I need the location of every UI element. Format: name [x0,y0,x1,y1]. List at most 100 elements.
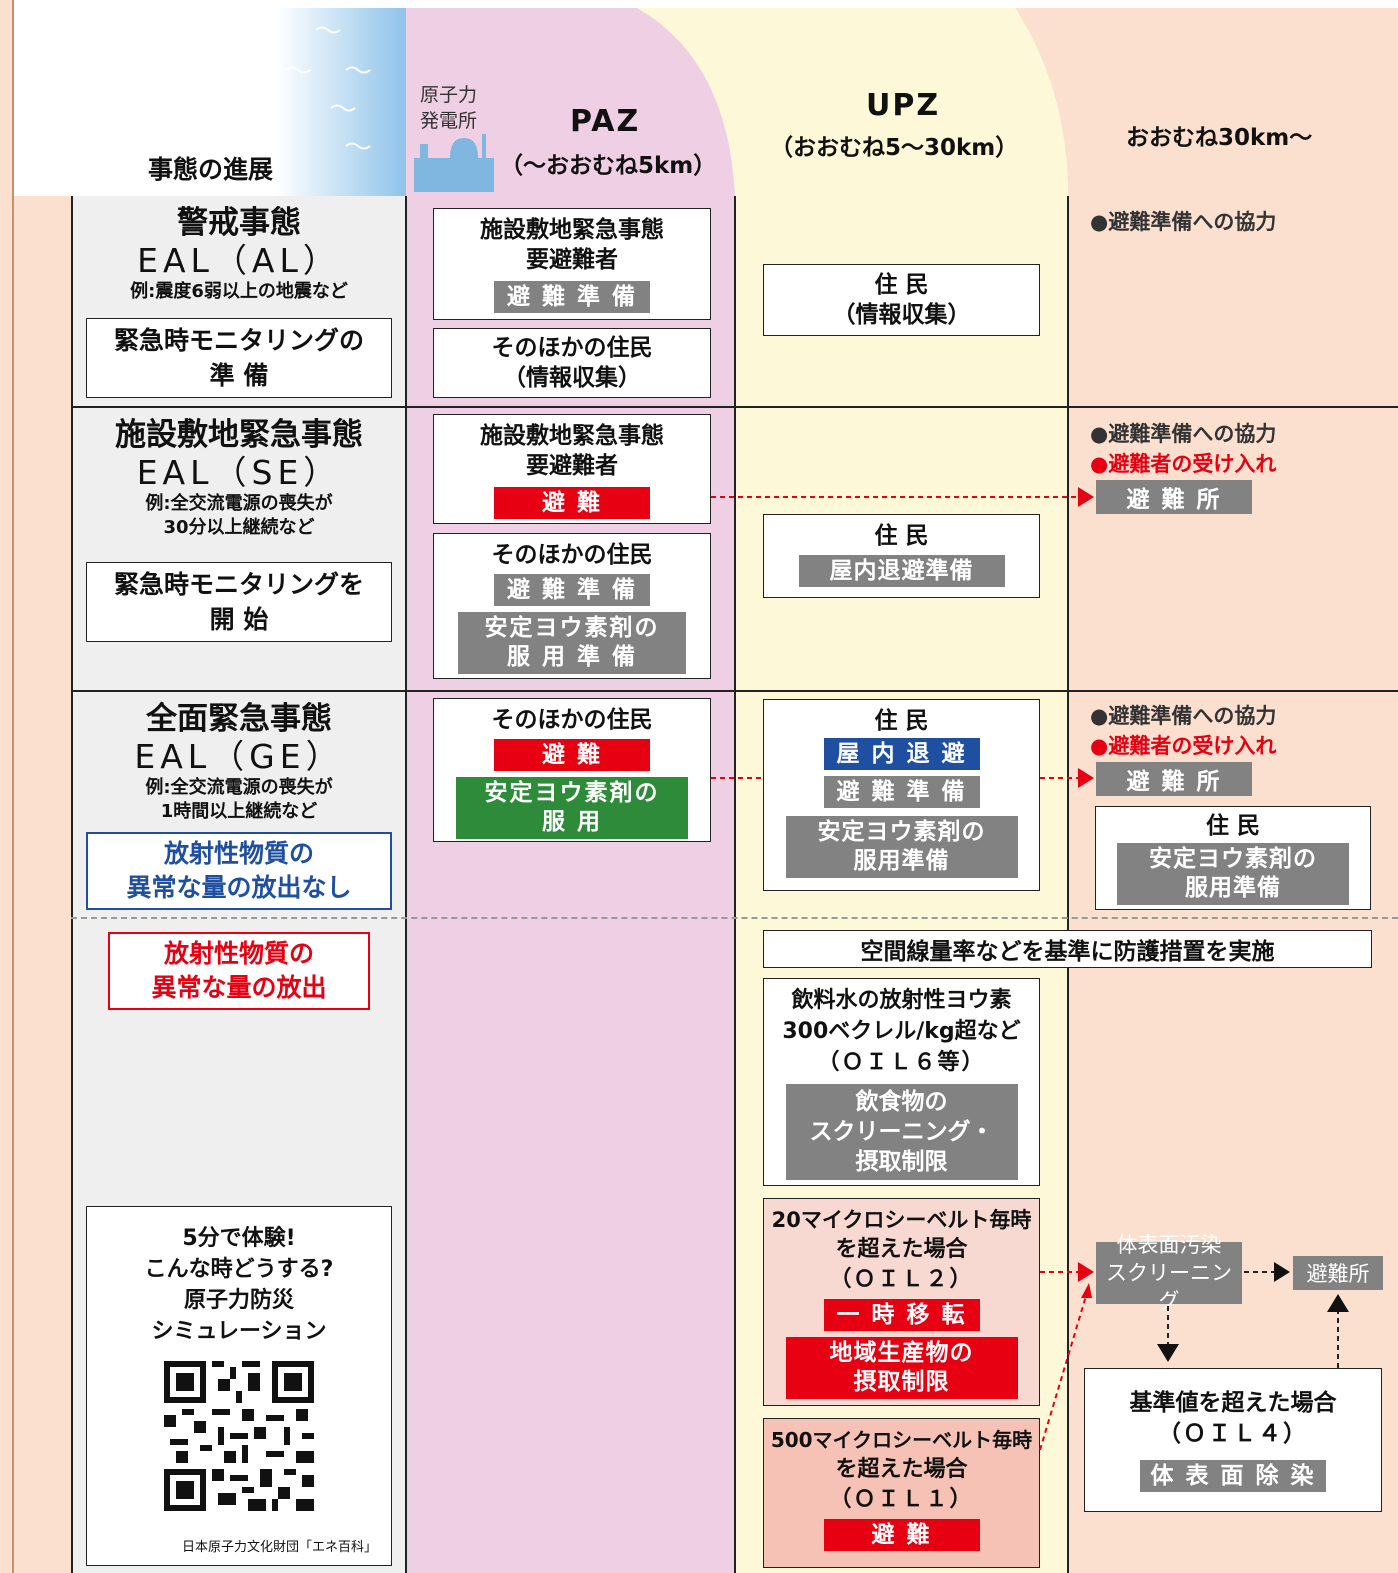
grid-line [734,196,736,1573]
paz-al-other-l2: （情報収集） [503,365,641,391]
arrow-down-icon [1157,1344,1179,1362]
upz-oil1: 500マイクロシーベルト毎時 を超えた場合 （ＯＩＬ１） 避 難 [763,1418,1040,1568]
arrow-right-icon [1078,487,1094,507]
stage-ge-example-l1: 例:全交流電源の喪失が [145,777,333,798]
paz-title: PAZ [570,104,641,139]
stage-se-action: 緊急時モニタリングを 開 始 [86,562,392,642]
paz-al-other: そのほかの住民 （情報収集） [433,328,711,398]
header-progress: 事態の進展 [148,155,274,184]
tag-food-screening-l1: 飲食物の [855,1089,948,1115]
grid-line [71,690,1398,692]
upz-oil6-l2: 300ベクレル/kg超など [782,1019,1021,1044]
upz-oil2: 20マイクロシーベルト毎時 を超えた場合 （ＯＩＬ２） 一 時 移 転 地域生産… [763,1198,1040,1406]
stage-se-eal: EAL（SE） [136,453,342,492]
paz-al-required: 施設敷地緊急事態 要避難者 避 難 準 備 [433,208,711,320]
far-ge-accept: ●避難者の受け入れ [1090,734,1277,758]
upz-oil6: 飲料水の放射性ヨウ素 300ベクレル/kg超など （ＯＩＬ６等） 飲食物の スク… [763,978,1040,1186]
far-ge-residents: 住 民 安定ヨウ素剤の 服用準備 [1095,806,1371,910]
paz-se-required-l1: 施設敷地緊急事態 [480,423,664,449]
power-plant-icon [414,134,494,192]
tag-iodine-prep-l2: 服 用 準 備 [506,644,638,670]
tag-iodine-prep-l1: 安定ヨウ素剤の [484,615,660,641]
upz-oil2-l3: （ＯＩＬ２） [829,1267,974,1292]
far-shelter-final: 避難所 [1293,1256,1383,1290]
arrow-right-icon [1078,1262,1094,1282]
upz-oil6-l1: 飲料水の放射性ヨウ素 [791,988,1012,1013]
qr-line1: 5分で体験! [182,1226,296,1251]
grid-line [405,196,407,1573]
stage-ge-no-release-l1: 放射性物質の [163,839,314,868]
paz-se-other: そのほかの住民 避 難 準 備 安定ヨウ素剤の 服 用 準 備 [433,533,711,679]
upz-al-residents: 住 民 （情報収集） [763,264,1040,336]
far-oil4: 基準値を超えた場合 （ＯＩＬ４） 体 表 面 除 染 [1084,1368,1382,1512]
tag-iodine-take-l2: 服 用 [541,809,602,835]
tag-evacuate: 避 難 [823,1519,980,1551]
tag-evacuate: 避 難 [494,487,650,519]
far-body-screening: 体表面汚染 スクリーニング [1096,1233,1242,1313]
tag-iodine-prep-l2: 服用準備 [1185,875,1281,901]
upz-al-residents-l2: （情報収集） [832,302,971,328]
paz-al-required-l1: 施設敷地緊急事態 [480,217,664,243]
upz-oil1-l1: 500マイクロシーベルト毎時 [770,1428,1033,1452]
qr-code-icon[interactable] [164,1361,314,1511]
plant-label-l1: 原子力 [420,84,478,106]
stage-ge-title: 全面緊急事態 [146,701,332,737]
tag-iodine-take-l1: 安定ヨウ素剤の [484,780,660,806]
stage-al-title: 警戒事態 [177,205,301,241]
paz-ge-other-l1: そのほかの住民 [491,707,653,733]
tag-iodine-prep-l1: 安定ヨウ素剤の [1149,846,1317,872]
tag-food-screening-l2: スクリーニング・ [809,1119,994,1145]
paz-al-other-l1: そのほかの住民 [491,335,653,361]
tag-body-decontamination: 体 表 面 除 染 [1140,1460,1326,1492]
stage-ge-example-l2: 1時間以上継続など [160,801,318,822]
paz-ge-other: そのほかの住民 避 難 安定ヨウ素剤の 服 用 [433,698,711,842]
upz-se-residents-l1: 住 民 [874,523,929,549]
plant-label-l2: 発電所 [420,110,478,132]
paz-se-required-l2: 要避難者 [526,453,618,479]
far-title: おおむね30km～ [1126,125,1313,151]
qr-card[interactable]: 5分で体験! こんな時どうする? 原子力防災 シミュレーション 日本原子力文化財… [86,1206,392,1566]
upz-ge-residents: 住 民 屋 内 退 避 避 難 準 備 安定ヨウ素剤の 服用準備 [763,699,1040,891]
stage-release: 放射性物質の 異常な量の放出 [108,932,370,1010]
paz-al-required-l2: 要避難者 [526,247,618,273]
stage-se-example-l2: 30分以上継続など [163,517,315,538]
paz-se-required: 施設敷地緊急事態 要避難者 避 難 [433,414,711,524]
grid-line [71,196,73,1573]
stage-release-l2: 異常な量の放出 [151,973,327,1002]
upz-oil2-l2: を超えた場合 [835,1237,968,1262]
far-al-coop: ●避難準備への協力 [1090,210,1277,234]
far-ge-coop: ●避難準備への協力 [1090,704,1277,728]
tag-evacuate: 避 難 [494,739,650,771]
paz-se-other-l1: そのほかの住民 [491,542,653,568]
arrow-up-icon [1081,1283,1092,1298]
upz-oil1-l2: を超えた場合 [835,1457,968,1482]
tag-iodine-prep-l2: 服用準備 [853,848,950,874]
far-body-screening-l2: スクリーニング [1106,1261,1232,1313]
upz-title: UPZ [866,88,941,123]
stage-ge-eal: EAL（GE） [134,737,344,776]
arrow-right-icon [1078,768,1094,788]
left-border-bar [0,0,14,1573]
tag-shelter-prep: 屋内退避準備 [798,555,1005,587]
upz-oil1-l3: （ＯＩＬ１） [829,1487,974,1512]
stage-se-example-l1: 例:全交流電源の喪失が [145,493,333,514]
far-se-coop: ●避難準備への協力 [1090,422,1277,446]
far-se-accept: ●避難者の受け入れ [1090,452,1277,476]
stage-al-action: 緊急時モニタリングの 準 備 [86,318,392,398]
tag-shelter: 屋 内 退 避 [823,738,980,770]
upz-al-residents-l1: 住 民 [874,272,929,298]
release-divider [71,917,1398,919]
stage-ge: 全面緊急事態 EAL（GE） 例:全交流電源の喪失が 1時間以上継続など [72,700,406,824]
grid-line [1067,196,1069,1573]
tag-iodine-prep-l1: 安定ヨウ素剤の [817,819,986,845]
tag-iodine-prep: 安定ヨウ素剤の 服用準備 [1117,843,1349,905]
far-se-shelter: 避 難 所 [1096,480,1252,514]
stage-se-action-l1: 緊急時モニタリングを [113,570,364,599]
tag-evac-prep: 避 難 準 備 [494,281,650,313]
stage-ge-no-release: 放射性物質の 異常な量の放出なし [86,832,392,910]
stage-al: 警戒事態 EAL（AL） 例:震度6弱以上の地震など [72,204,406,304]
arrow-up-icon [1327,1294,1349,1312]
wave-icons [285,26,371,150]
arrow-right-icon [1274,1262,1290,1282]
